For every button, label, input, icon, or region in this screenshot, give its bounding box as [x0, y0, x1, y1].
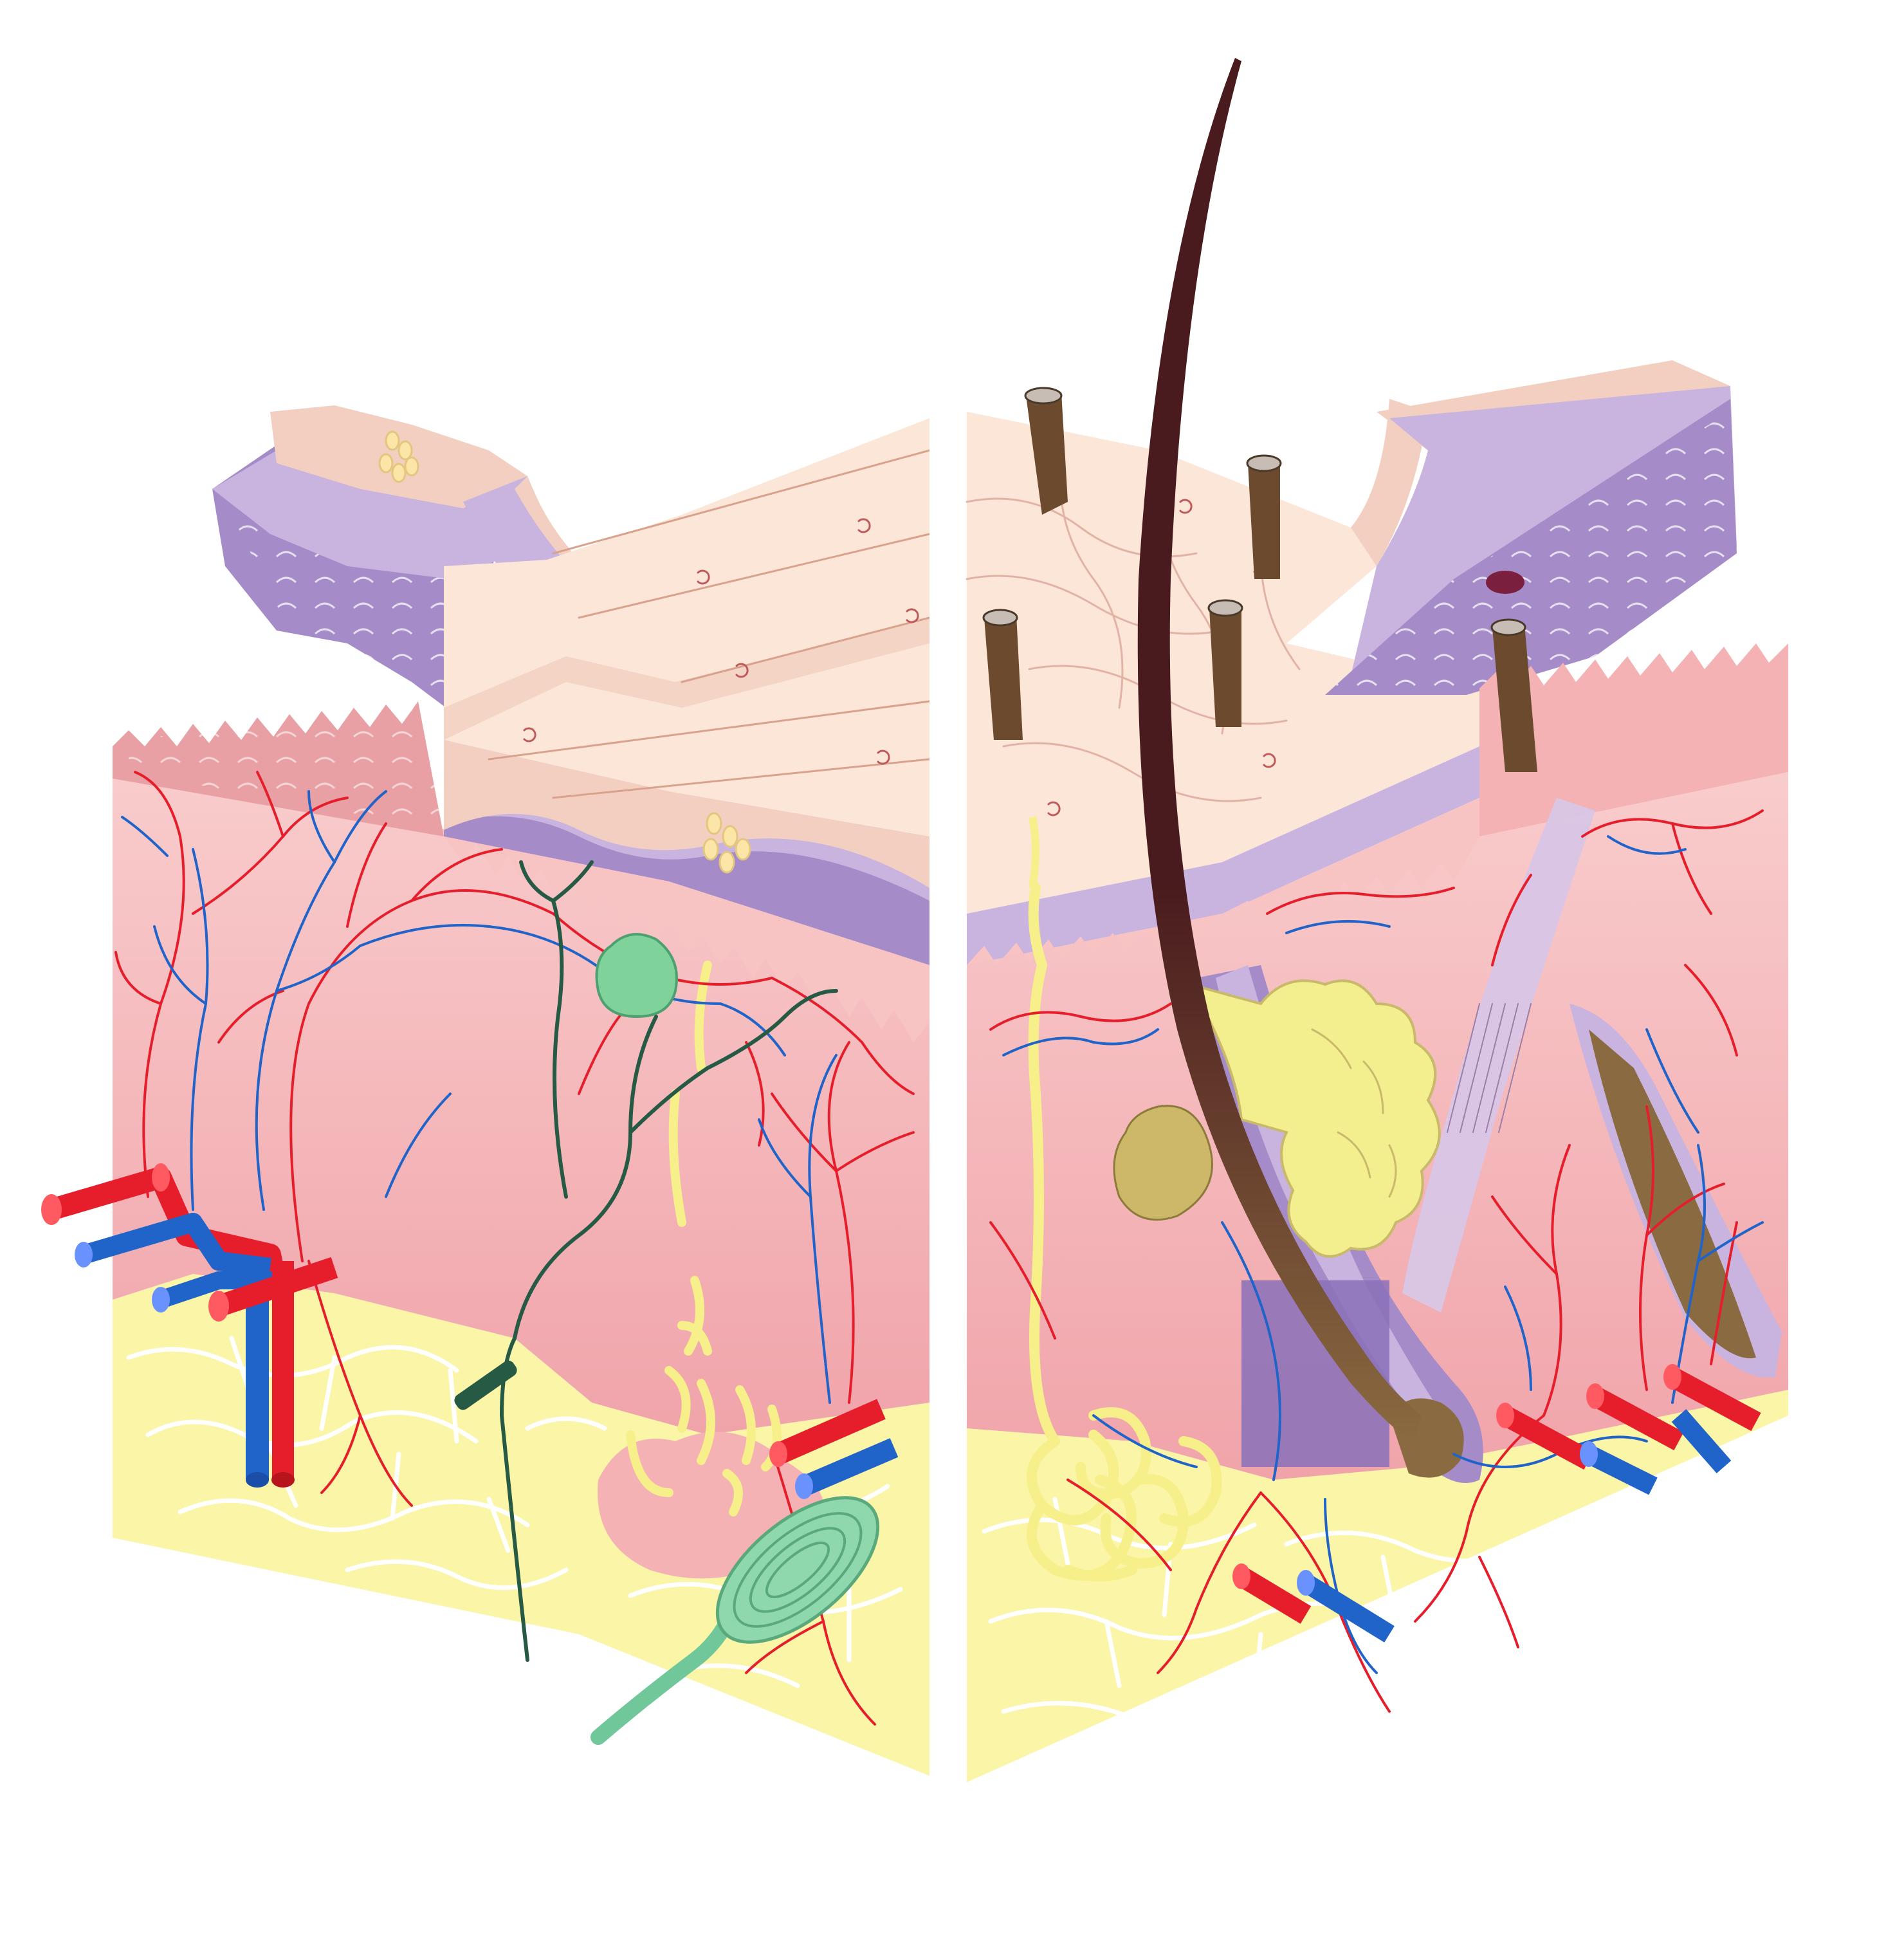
capillary-network-right-red	[989, 809, 1764, 1713]
hair-stub	[1246, 454, 1282, 579]
artery-vein-pair-left-lower	[769, 1399, 899, 1499]
epidermis-flap-right-curl	[1351, 399, 1428, 566]
epidermis-slab-front-face	[444, 740, 929, 888]
hair-stub	[1490, 618, 1537, 772]
sweat-pores	[523, 518, 919, 765]
dermal-papillae-ridge-right	[1479, 643, 1788, 836]
dermal-ridge-under-slab	[444, 836, 929, 1042]
sweat-duct-top	[1029, 816, 1039, 889]
papillae-scale-texture	[129, 708, 444, 830]
epidermis-flap-right-scales	[1325, 412, 1737, 695]
panel-divider	[929, 412, 967, 1827]
dermal-ridge-under-slab-right	[967, 798, 1479, 965]
sebaceous-gland	[1187, 979, 1441, 1258]
sebaceous-lobule-dark	[1113, 1105, 1213, 1221]
sebaceous-lobule-lines	[1311, 1028, 1397, 1198]
hair-stubs	[982, 387, 1537, 772]
artery-vein-pairs-right	[1232, 1364, 1761, 1643]
epidermis-slab-side-right	[967, 746, 1479, 965]
hair-stub	[1024, 387, 1068, 515]
lamellar-corpuscle	[590, 1496, 880, 1745]
slab-sweat-pore-cluster	[702, 812, 751, 874]
flap-sweat-pore-cluster	[378, 430, 419, 483]
hair-in-follicle-right	[1589, 1029, 1756, 1359]
capillary-network-left-blue	[121, 790, 838, 1404]
artery-vein-trunk-left	[41, 1163, 338, 1488]
sweat-gland-right	[1027, 883, 1222, 1581]
hair-stub	[1207, 599, 1243, 727]
epidermis-slab-top	[444, 418, 929, 836]
hairy-skin-block	[966, 58, 1788, 1782]
hypodermis-fat-layer	[113, 1274, 929, 1776]
muscle-fiber-lines	[1447, 1003, 1532, 1133]
tactile-corpuscle	[595, 933, 678, 1019]
epidermis-slab-side-wave	[444, 816, 929, 965]
fat-cell-lines-right	[982, 1456, 1675, 1728]
hair-shaft	[1137, 58, 1422, 1441]
sweat-gland-left	[626, 961, 782, 1516]
epidermis-ridge-step	[444, 618, 929, 740]
epidermis-flap-stratum	[212, 450, 515, 579]
dermatoglyph-lines	[488, 449, 931, 799]
hair-exit-opening	[1486, 571, 1524, 594]
epidermis-flap-surface	[270, 405, 527, 508]
glabrous-skin-block	[41, 405, 931, 1776]
hair-stub	[982, 609, 1023, 740]
nerve-cut-end	[454, 1360, 517, 1410]
arrector-pili-muscle	[1402, 798, 1595, 1313]
